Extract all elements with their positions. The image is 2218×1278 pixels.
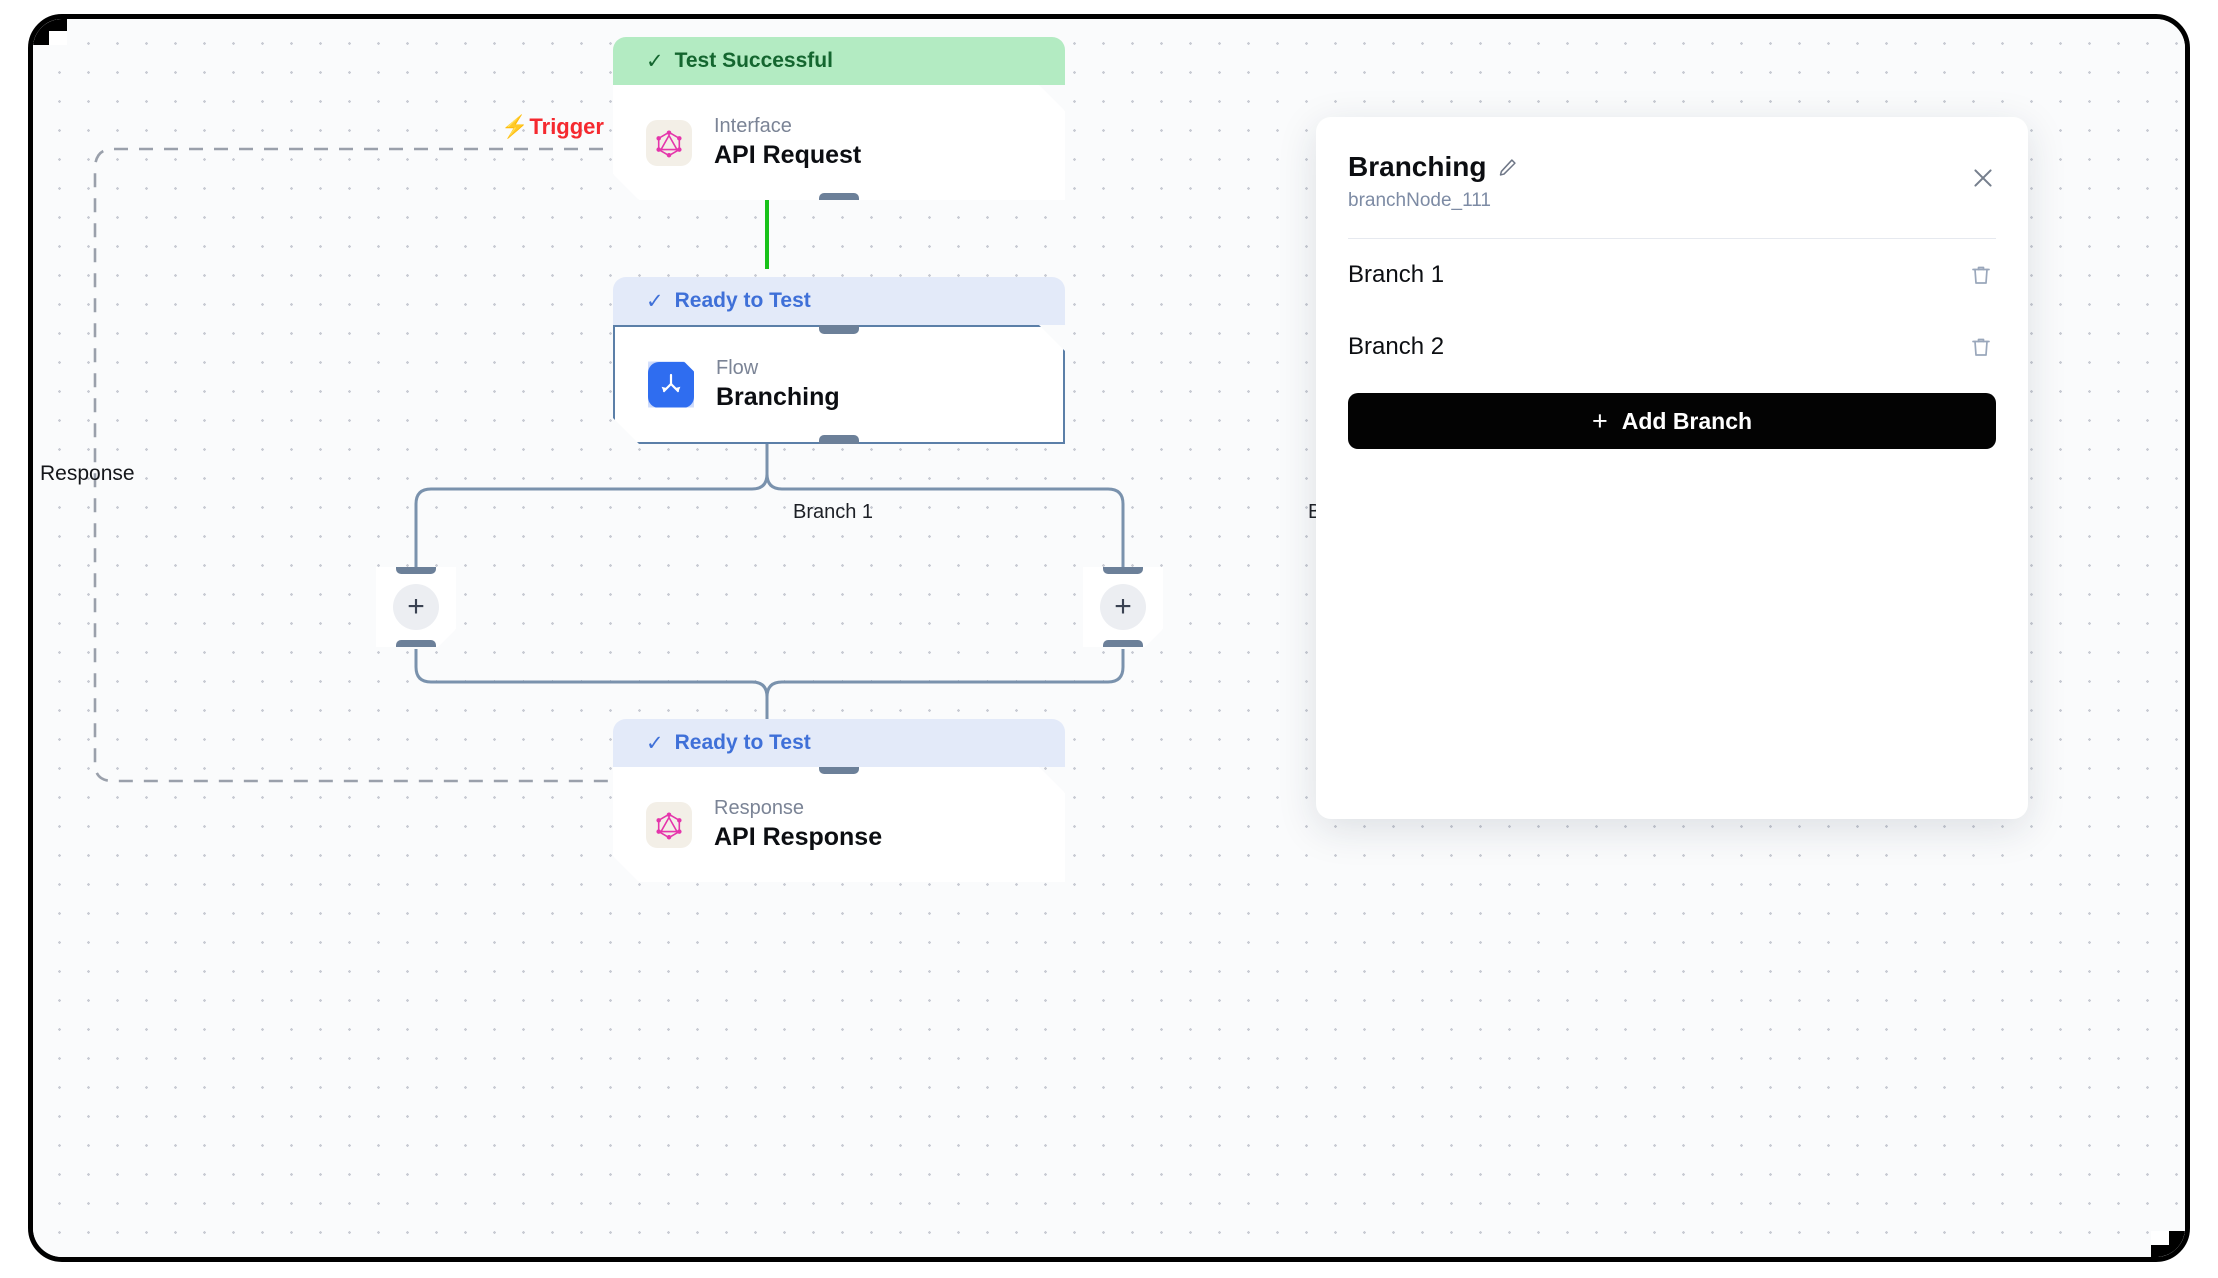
branch-row[interactable]: Branch 1: [1348, 239, 1996, 311]
node-input-port[interactable]: [1103, 561, 1143, 574]
node-api-request[interactable]: ✓ Test Successful: [613, 37, 1065, 200]
node-output-port[interactable]: [396, 640, 436, 653]
branch-row-label: Branch 2: [1348, 333, 1445, 360]
close-icon[interactable]: [1966, 161, 2000, 195]
node-kind-label: Interface: [714, 115, 792, 137]
plus-icon[interactable]: +: [1100, 584, 1146, 630]
node-kind-label: Response: [714, 797, 805, 819]
graphql-icon: [646, 802, 692, 848]
node-status-badge: ✓ Ready to Test: [613, 719, 1065, 767]
node-status-text: Test Successful: [674, 49, 833, 72]
trash-icon[interactable]: [1966, 332, 1996, 362]
node-status-badge: ✓ Ready to Test: [613, 277, 1065, 325]
plus-icon: +: [1591, 405, 1608, 436]
node-output-port[interactable]: [1103, 640, 1143, 653]
branch-flow-icon: [648, 362, 694, 408]
node-card[interactable]: Interface API Request: [613, 85, 1065, 200]
add-node-branch2[interactable]: +: [1083, 567, 1163, 647]
node-status-text: Ready to Test: [674, 289, 811, 312]
app-window: ⚡ Trigger Response Branch 1 Bra ✓ Test S…: [28, 14, 2190, 1262]
lightning-bolt-icon: ⚡: [501, 114, 529, 139]
plus-icon[interactable]: +: [393, 584, 439, 630]
panel-divider: [1348, 238, 1996, 239]
add-branch-label: Add Branch: [1621, 407, 1753, 434]
panel-subtitle: branchNode_111: [1348, 190, 1491, 211]
branch-config-panel: Branching branchNode_111 Branch 1: [1316, 117, 2028, 819]
node-output-port[interactable]: [819, 193, 859, 206]
frame-corner-mark-top-left: [33, 19, 67, 45]
check-icon: ✓: [646, 49, 664, 73]
node-status-text: Ready to Test: [674, 731, 811, 754]
node-card[interactable]: Flow Branching: [613, 325, 1065, 444]
add-node-branch1[interactable]: +: [376, 567, 456, 647]
branch-row[interactable]: Branch 2: [1348, 311, 1996, 383]
node-title-label: API Response: [714, 823, 883, 851]
edge-label-branch-1: Branch 1: [793, 501, 874, 523]
node-api-response[interactable]: ✓ Ready to Test: [613, 719, 1065, 882]
response-label: Response: [40, 462, 135, 485]
node-output-port[interactable]: [819, 435, 859, 448]
frame-corner-mark-bottom-right: [2151, 1231, 2185, 1257]
node-input-port[interactable]: [396, 561, 436, 574]
node-kind-label: Flow: [716, 357, 759, 379]
trash-icon[interactable]: [1966, 260, 1996, 290]
branch-row-label: Branch 1: [1348, 261, 1445, 288]
panel-title-row: Branching: [1348, 151, 1996, 183]
trigger-label: ⚡ Trigger: [501, 114, 604, 140]
panel-header: Branching branchNode_111: [1348, 151, 1996, 212]
graphql-icon: [646, 120, 692, 166]
pencil-icon[interactable]: [1497, 157, 1518, 178]
node-branching[interactable]: ✓ Ready to Test: [613, 277, 1065, 444]
add-branch-button[interactable]: + Add Branch: [1348, 393, 1996, 449]
node-title-label: Branching: [716, 383, 840, 411]
node-status-badge: ✓ Test Successful: [613, 37, 1065, 85]
panel-title: Branching: [1348, 151, 1487, 182]
check-icon: ✓: [646, 731, 664, 755]
node-title-label: API Request: [714, 141, 862, 169]
node-card[interactable]: Response API Response: [613, 767, 1065, 882]
trigger-label-text: Trigger: [529, 114, 604, 139]
check-icon: ✓: [646, 289, 664, 313]
